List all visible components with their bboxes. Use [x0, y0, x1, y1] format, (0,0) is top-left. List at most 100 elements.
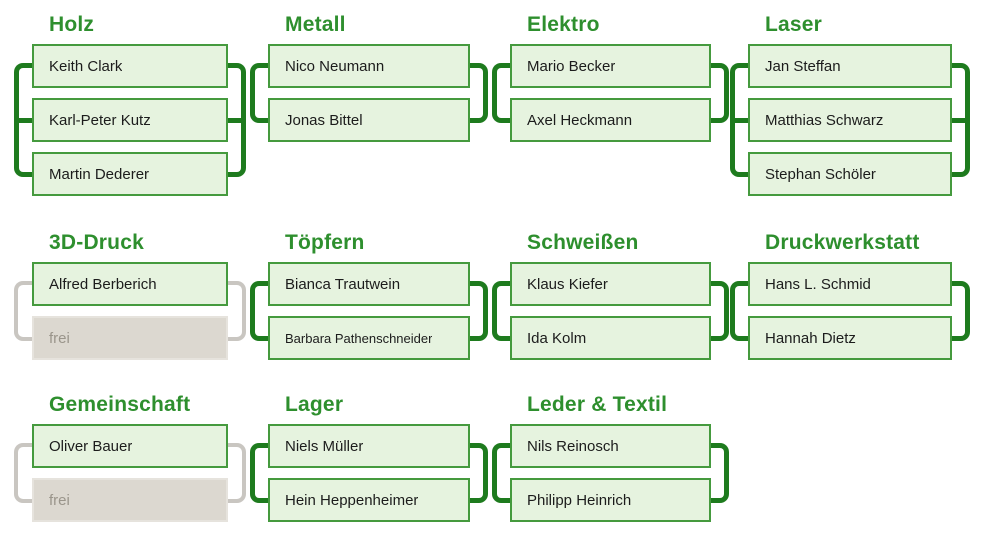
bracket-left — [250, 63, 268, 123]
slot-list: Niels Müller Hein Heppenheimer — [250, 424, 488, 522]
group-title: Schweißen — [527, 231, 639, 254]
member-slot[interactable]: Jan Steffan — [748, 44, 952, 88]
slot-list: Keith Clark Karl-Peter Kutz Martin Deder… — [14, 44, 246, 196]
group-laser: Laser Jan Steffan Matthias Schwarz Steph… — [730, 13, 970, 196]
group-toepfern: Töpfern Bianca Trautwein Barbara Pathens… — [250, 231, 488, 360]
slot-list: Alfred Berberich frei — [14, 262, 246, 360]
group-title: Elektro — [527, 13, 600, 36]
group-leder-textil: Leder & Textil Nils Reinosch Philipp Hei… — [492, 393, 729, 522]
member-slot[interactable]: Barbara Pathenschneider — [268, 316, 470, 360]
member-name: Ida Kolm — [527, 329, 587, 347]
member-slot[interactable]: Mario Becker — [510, 44, 711, 88]
member-slot[interactable]: Martin Dederer — [32, 152, 228, 196]
member-slot[interactable]: Axel Heckmann — [510, 98, 711, 142]
free-slot[interactable]: frei — [32, 316, 228, 360]
group-title: Gemeinschaft — [49, 393, 191, 416]
member-name: Hein Heppenheimer — [285, 491, 419, 509]
group-3d-druck: 3D-Druck Alfred Berberich frei — [14, 231, 246, 360]
group-gemeinschaft: Gemeinschaft Oliver Bauer frei — [14, 393, 246, 522]
slot-list: Bianca Trautwein Barbara Pathenschneider — [250, 262, 488, 360]
member-slot[interactable]: Oliver Bauer — [32, 424, 228, 468]
member-slot[interactable]: Keith Clark — [32, 44, 228, 88]
slot-list: Klaus Kiefer Ida Kolm — [492, 262, 729, 360]
member-slot[interactable]: Nico Neumann — [268, 44, 470, 88]
bracket-left — [250, 443, 268, 503]
slot-list: Oliver Bauer frei — [14, 424, 246, 522]
bracket-left — [492, 281, 510, 341]
member-name: Matthias Schwarz — [765, 111, 884, 129]
member-name: Klaus Kiefer — [527, 275, 608, 293]
group-title: Metall — [285, 13, 346, 36]
member-slot[interactable]: Nils Reinosch — [510, 424, 711, 468]
member-slot[interactable]: Alfred Berberich — [32, 262, 228, 306]
bracket-right — [470, 443, 488, 503]
member-name: Bianca Trautwein — [285, 275, 401, 293]
member-slot[interactable]: Hans L. Schmid — [748, 262, 952, 306]
bracket-stub — [735, 118, 748, 123]
member-name: Nils Reinosch — [527, 437, 619, 455]
bracket-left — [730, 281, 748, 341]
member-name: Hannah Dietz — [765, 329, 856, 347]
bracket-right — [228, 63, 246, 177]
member-name: Karl-Peter Kutz — [49, 111, 151, 129]
group-elektro: Elektro Mario Becker Axel Heckmann — [492, 13, 729, 142]
member-slot[interactable]: Jonas Bittel — [268, 98, 470, 142]
bracket-right — [952, 281, 970, 341]
group-title: Töpfern — [285, 231, 365, 254]
bracket-stub — [19, 118, 32, 123]
group-title: Druckwerkstatt — [765, 231, 920, 254]
member-slot[interactable]: Karl-Peter Kutz — [32, 98, 228, 142]
member-slot[interactable]: Stephan Schöler — [748, 152, 952, 196]
bracket-right — [711, 281, 729, 341]
member-name: Mario Becker — [527, 57, 616, 75]
member-name: Jonas Bittel — [285, 111, 363, 129]
member-name: Stephan Schöler — [765, 165, 876, 183]
slot-list: Nils Reinosch Philipp Heinrich — [492, 424, 729, 522]
bracket-right — [952, 63, 970, 177]
bracket-left — [492, 443, 510, 503]
group-metall: Metall Nico Neumann Jonas Bittel — [250, 13, 488, 142]
member-name: Jan Steffan — [765, 57, 841, 75]
group-title: Laser — [765, 13, 823, 36]
member-slot[interactable]: Ida Kolm — [510, 316, 711, 360]
member-slot[interactable]: Hannah Dietz — [748, 316, 952, 360]
bracket-right — [711, 443, 729, 503]
group-lager: Lager Niels Müller Hein Heppenheimer — [250, 393, 488, 522]
bracket-right — [228, 443, 246, 503]
slot-list: Mario Becker Axel Heckmann — [492, 44, 729, 142]
bracket-left — [14, 443, 32, 503]
member-name: Axel Heckmann — [527, 111, 633, 129]
group-title: 3D-Druck — [49, 231, 144, 254]
bracket-right — [711, 63, 729, 123]
slot-list: Jan Steffan Matthias Schwarz Stephan Sch… — [730, 44, 970, 196]
member-name: Nico Neumann — [285, 57, 385, 75]
group-title: Leder & Textil — [527, 393, 668, 416]
member-slot[interactable]: Philipp Heinrich — [510, 478, 711, 522]
member-slot[interactable]: Hein Heppenheimer — [268, 478, 470, 522]
bracket-right — [470, 63, 488, 123]
member-slot[interactable]: Niels Müller — [268, 424, 470, 468]
bracket-left — [250, 281, 268, 341]
group-druckwerkstatt: Druckwerkstatt Hans L. Schmid Hannah Die… — [730, 231, 970, 360]
bracket-left — [14, 63, 32, 177]
bracket-right — [228, 281, 246, 341]
free-slot-label: frei — [49, 329, 70, 347]
group-title: Holz — [49, 13, 95, 36]
member-slot[interactable]: Klaus Kiefer — [510, 262, 711, 306]
bracket-left — [492, 63, 510, 123]
group-holz: Holz Keith Clark Karl-Peter Kutz Martin … — [14, 13, 246, 196]
member-name: Philipp Heinrich — [527, 491, 632, 509]
member-name: Oliver Bauer — [49, 437, 133, 455]
group-schweissen: Schweißen Klaus Kiefer Ida Kolm — [492, 231, 729, 360]
slot-list: Nico Neumann Jonas Bittel — [250, 44, 488, 142]
bracket-left — [14, 281, 32, 341]
member-name: Hans L. Schmid — [765, 275, 871, 293]
member-slot[interactable]: Bianca Trautwein — [268, 262, 470, 306]
bracket-right — [470, 281, 488, 341]
group-title: Lager — [285, 393, 344, 416]
free-slot-label: frei — [49, 491, 70, 509]
free-slot[interactable]: frei — [32, 478, 228, 522]
member-slot[interactable]: Matthias Schwarz — [748, 98, 952, 142]
slot-list: Hans L. Schmid Hannah Dietz — [730, 262, 970, 360]
